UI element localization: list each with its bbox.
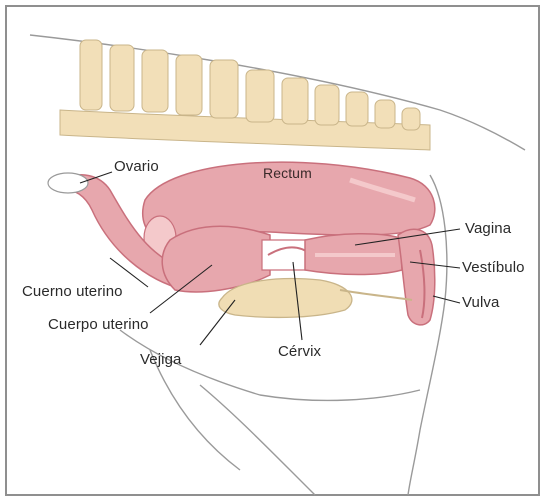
spine-vertebrae bbox=[60, 40, 430, 150]
label-vejiga: Vejiga bbox=[140, 351, 181, 368]
label-ovario: Ovario bbox=[114, 158, 159, 175]
label-cervix: Cérvix bbox=[278, 343, 321, 360]
leader-vulva bbox=[433, 296, 460, 303]
label-cuerpo-uterino: Cuerpo uterino bbox=[48, 316, 149, 333]
label-vestibulo: Vestíbulo bbox=[462, 259, 525, 276]
label-vulva: Vulva bbox=[462, 294, 499, 311]
vestibule-vulva-organ bbox=[398, 229, 435, 325]
label-vagina: Vagina bbox=[465, 220, 511, 237]
ovary-shape bbox=[48, 173, 88, 193]
bladder-organ bbox=[219, 279, 412, 318]
label-rectum: Rectum bbox=[263, 165, 312, 181]
leader-vejiga bbox=[200, 300, 235, 345]
label-cuerno-uterino: Cuerno uterino bbox=[22, 283, 123, 300]
